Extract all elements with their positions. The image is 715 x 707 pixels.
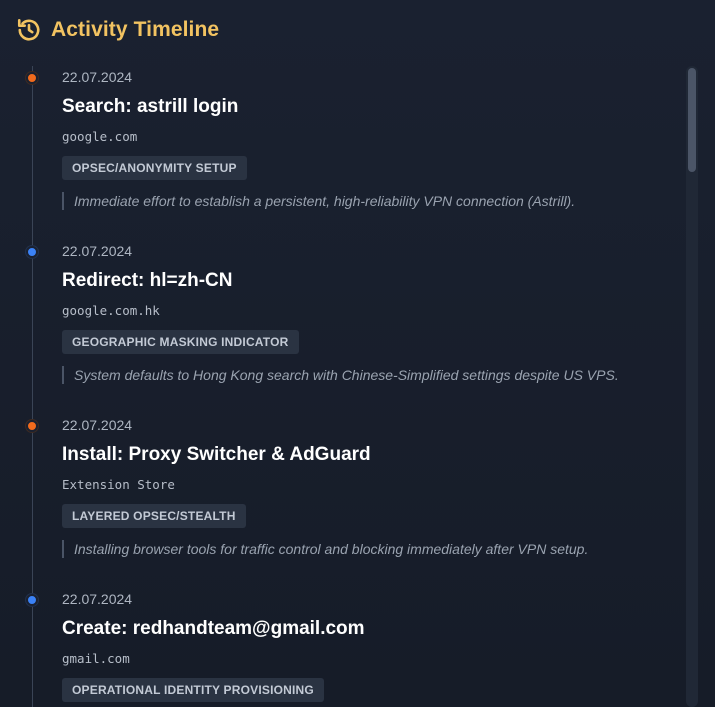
- entry-tag: GEOGRAPHIC MASKING INDICATOR: [62, 330, 299, 354]
- entry-title: Redirect: hl=zh-CN: [62, 270, 233, 291]
- timeline-dot-blue: [26, 594, 38, 606]
- timeline-dot-orange: [26, 420, 38, 432]
- entry-domain: gmail.com: [62, 651, 130, 666]
- entry-date: 22.07.2024: [62, 591, 133, 607]
- entry-domain: google.com.hk: [62, 303, 160, 318]
- entry-title: Search: astrill login: [62, 96, 239, 117]
- entry-note: System defaults to Hong Kong search with…: [62, 366, 619, 384]
- timeline-scroll-area[interactable]: 22.07.2024 Search: astrill login google.…: [0, 66, 715, 707]
- timeline-line: [32, 66, 33, 707]
- timeline-dot-blue: [26, 246, 38, 258]
- entry-tag: OPSEC/ANONYMITY SETUP: [62, 156, 247, 180]
- entry-title: Create: redhandteam@gmail.com: [62, 618, 365, 639]
- history-icon: [16, 17, 42, 43]
- entry-date: 22.07.2024: [62, 69, 133, 85]
- entry-title: Install: Proxy Switcher & AdGuard: [62, 444, 371, 465]
- entry-tag: OPERATIONAL IDENTITY PROVISIONING: [62, 678, 324, 702]
- entry-date: 22.07.2024: [62, 243, 133, 259]
- scrollbar-thumb[interactable]: [688, 68, 696, 172]
- entry-domain: google.com: [62, 129, 138, 144]
- page-title: Activity Timeline: [51, 18, 220, 41]
- entry-note: Immediate effort to establish a persiste…: [62, 192, 575, 210]
- entry-note: Installing browser tools for traffic con…: [62, 540, 588, 558]
- panel-header: Activity Timeline: [16, 14, 219, 46]
- entry-date: 22.07.2024: [62, 417, 133, 433]
- entry-domain: Extension Store: [62, 477, 175, 492]
- timeline-dot-orange: [26, 72, 38, 84]
- entry-tag: LAYERED OPSEC/STEALTH: [62, 504, 246, 528]
- scrollbar-track[interactable]: [686, 66, 698, 707]
